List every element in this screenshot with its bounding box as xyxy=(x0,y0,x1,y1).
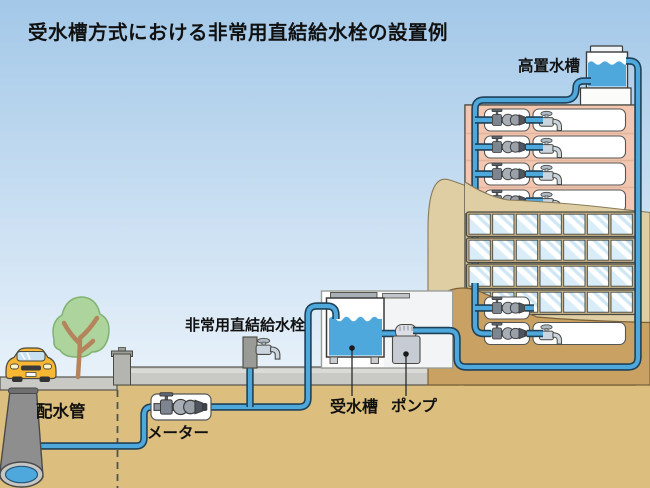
window xyxy=(563,265,586,287)
pipe-water xyxy=(33,303,339,449)
emergency-tap-label: 非常用直結給水栓 xyxy=(185,316,305,334)
leader-lines xyxy=(349,345,409,396)
window xyxy=(492,239,515,261)
window xyxy=(515,265,539,287)
window xyxy=(539,213,562,235)
window xyxy=(539,291,562,313)
lower-riser-pipes xyxy=(471,283,543,338)
car xyxy=(5,347,57,382)
pump xyxy=(391,324,421,365)
window xyxy=(468,265,491,287)
pipe-water xyxy=(472,283,491,336)
window xyxy=(586,239,610,261)
riser-pipe-to-roof xyxy=(413,57,642,371)
window xyxy=(610,239,633,261)
tree-foliage xyxy=(52,296,110,358)
hill-wedge xyxy=(465,182,635,213)
receiving-tank-water xyxy=(329,316,382,356)
window xyxy=(563,291,586,313)
diagram-title: 受水槽方式における非常用直結給水栓の設置例 xyxy=(28,21,448,44)
window xyxy=(610,213,633,235)
window xyxy=(610,291,633,313)
window xyxy=(539,239,562,261)
distribution-pipe xyxy=(0,387,44,488)
pump-label: ポンプ xyxy=(391,396,438,415)
window xyxy=(468,239,491,261)
window xyxy=(468,213,491,235)
car-headlight-right xyxy=(43,363,52,370)
elevated-tank xyxy=(579,45,632,107)
lower-plumbing-floors xyxy=(483,296,627,346)
window xyxy=(492,213,515,235)
tree-trunk xyxy=(61,315,100,380)
distribution-pipe-water xyxy=(4,465,39,484)
car-headlight-left xyxy=(10,363,19,370)
meter-label: メーター xyxy=(147,424,209,442)
water-meter xyxy=(150,392,212,421)
distribution-pipe-label: 配水管 xyxy=(36,401,86,421)
hill-ridge-line xyxy=(464,181,636,212)
receiving-tank-label: 受水槽 xyxy=(330,397,378,416)
elevated-tank-water xyxy=(588,61,626,87)
window xyxy=(586,265,610,287)
tree xyxy=(52,296,110,380)
window xyxy=(563,213,586,235)
window xyxy=(610,265,633,287)
window xyxy=(586,291,610,313)
labels: 受水槽方式における非常用直結給水栓の設置例 高置水槽 非常用直結給水栓 受水槽 … xyxy=(28,21,581,442)
window xyxy=(539,265,562,287)
pipe-water xyxy=(413,58,641,370)
elevated-tank-label: 高置水槽 xyxy=(518,56,581,75)
window xyxy=(563,239,586,261)
gate-post xyxy=(111,347,133,386)
window xyxy=(515,239,539,261)
floor-slab-lines xyxy=(466,132,634,189)
window xyxy=(586,213,610,235)
window xyxy=(515,213,539,235)
emergency-tap xyxy=(242,336,281,369)
elevated-tank-pedestal xyxy=(579,87,632,107)
underground xyxy=(0,385,650,488)
window xyxy=(492,265,515,287)
pavement-highlight xyxy=(119,369,456,373)
